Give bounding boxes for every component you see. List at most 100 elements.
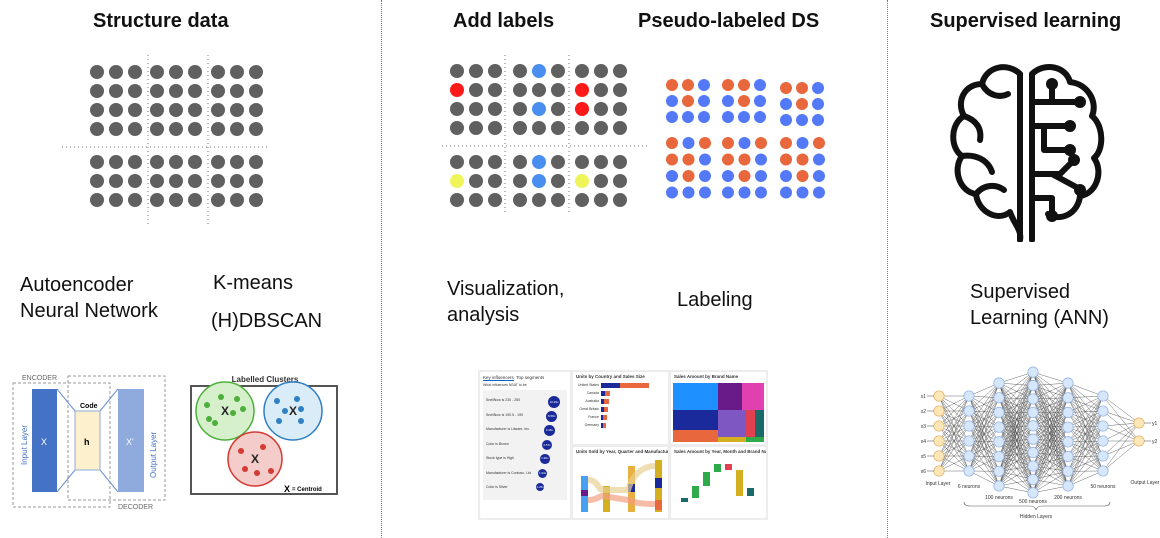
connection: [998, 382, 1034, 453]
hidden-neuron: [1062, 480, 1074, 492]
tab-top-segments[interactable]: Top segments: [516, 375, 545, 380]
pseudo-point: [722, 111, 734, 123]
cluster-point: [218, 394, 224, 400]
panel-title: Sales Amount by Brand Name: [674, 374, 739, 379]
pseudo-point: [699, 170, 711, 182]
cluster-point: [294, 396, 300, 402]
connection: [998, 412, 1034, 443]
influencer-bubble: 10.29x: [548, 396, 560, 408]
labeled-point: [551, 102, 565, 116]
connection: [968, 470, 1000, 487]
connection: [998, 412, 1034, 467]
connection: [1067, 395, 1104, 428]
data-point: [188, 65, 202, 79]
connection: [1032, 397, 1069, 493]
connection: [1032, 372, 1069, 487]
title-supervised-learning: Supervised learning: [930, 10, 1122, 32]
input-layer-label: Input Layer: [20, 425, 29, 465]
connection: [1032, 425, 1069, 428]
title-add-labels: Add labels: [453, 10, 555, 32]
connection: [1102, 422, 1140, 457]
labeled-point: [450, 121, 464, 135]
connection: [1032, 425, 1069, 487]
data-point: [109, 84, 123, 98]
labeled-point: [594, 102, 608, 116]
connection: [998, 456, 1034, 480]
connection: [1032, 382, 1069, 386]
connection: [968, 382, 1000, 442]
data-point: [188, 84, 202, 98]
connection: [1067, 395, 1104, 442]
connection: [998, 398, 1034, 457]
labeled-point: [551, 155, 565, 169]
waterfall-chart: [681, 464, 754, 502]
connection: [998, 452, 1034, 457]
labeled-point: [594, 193, 608, 207]
influencer-row[interactable]: Manufacturer is Litware, Inc.3.46x: [486, 425, 566, 437]
influencer-label: Color is Silver: [486, 485, 508, 489]
connection: [998, 439, 1034, 457]
connection: [998, 372, 1034, 472]
connection: [1032, 456, 1069, 480]
connection: [1032, 372, 1069, 398]
pseudo-point: [682, 186, 695, 199]
connection: [998, 385, 1034, 457]
connection: [998, 412, 1034, 428]
hidden-neuron: [963, 420, 975, 432]
cluster-point: [238, 448, 244, 454]
x-label: X: [41, 437, 47, 447]
data-point: [150, 193, 164, 207]
connection: [1067, 395, 1104, 457]
connection: [998, 397, 1034, 413]
country-label: Great Britain: [579, 407, 599, 411]
data-point: [90, 155, 104, 169]
input-neuron: [933, 420, 945, 432]
connection: [998, 397, 1034, 426]
connection: [938, 425, 970, 472]
input-layer-block: [32, 389, 57, 492]
data-point: [109, 103, 123, 117]
connection: [1032, 412, 1069, 428]
connection: [998, 382, 1034, 386]
input-label: x3: [921, 424, 927, 430]
pseudo-point: [812, 98, 824, 110]
label-line: Visualization,: [447, 278, 565, 300]
labeled-point: [575, 193, 589, 207]
sales-by-brand-panel: Sales Amount by Brand Name: [671, 372, 766, 444]
data-point: [188, 103, 202, 117]
pseudo-point: [780, 153, 792, 166]
connection: [1032, 412, 1069, 472]
connection: [998, 382, 1034, 440]
connection: [1032, 456, 1069, 493]
tab-key-influencers[interactable]: Key influencers: [483, 375, 514, 381]
connection: [998, 425, 1034, 472]
connection: [1032, 441, 1069, 467]
country-bar-row: Great Britain: [573, 405, 668, 413]
connection: [998, 385, 1034, 398]
data-point: [150, 84, 164, 98]
connection: [1032, 397, 1069, 440]
hidden-neuron: [993, 377, 1005, 389]
connection: [998, 412, 1034, 440]
hidden-neuron: [1062, 465, 1074, 477]
pseudo-point: [722, 79, 734, 91]
connection: [1032, 426, 1069, 453]
labeled-point: [488, 102, 502, 116]
connection: [998, 382, 1034, 413]
influencer-label: Manufacturer is Litware, Inc.: [486, 427, 530, 431]
hidden-neuron: [1062, 421, 1074, 433]
cluster-point: [298, 418, 304, 424]
pseudo-point: [780, 114, 792, 126]
connection: [1032, 398, 1069, 428]
cluster-point: [234, 396, 240, 402]
connection: [1032, 397, 1069, 413]
pseudo-point: [780, 98, 792, 110]
hidden-neuron: [1027, 366, 1039, 378]
centroid-marker: X: [289, 404, 297, 418]
